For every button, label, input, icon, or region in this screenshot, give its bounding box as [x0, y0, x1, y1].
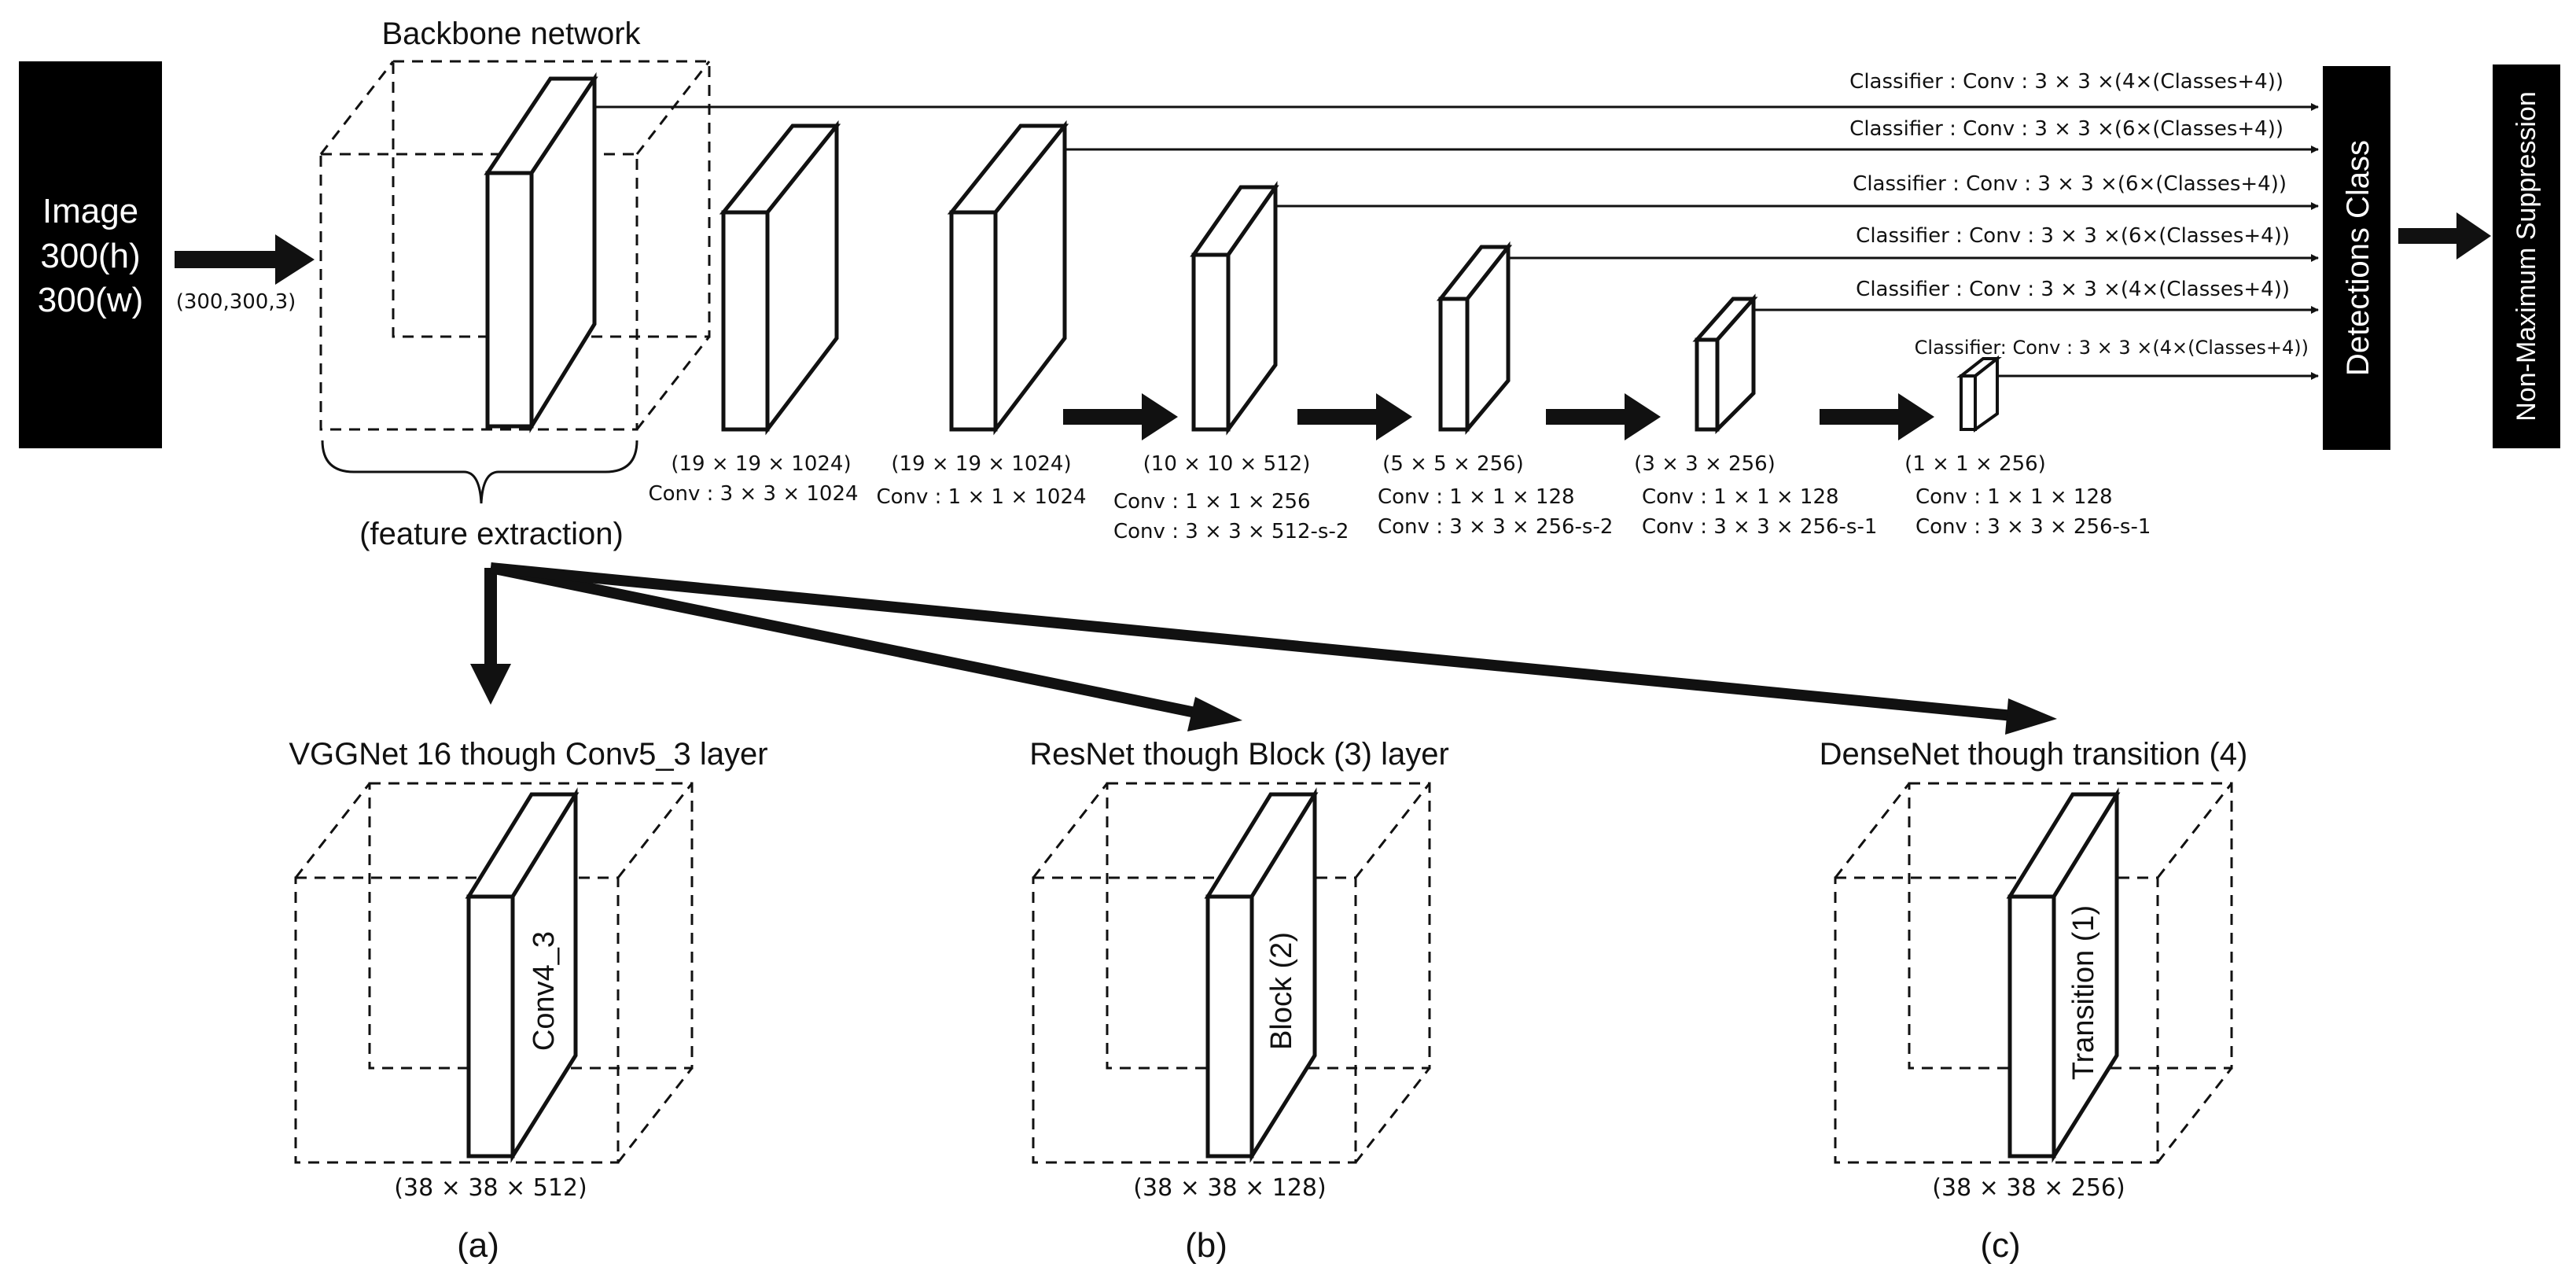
variant-c-title: DenseNet though transition (4) — [1820, 737, 2248, 772]
variant-c-slab — [2006, 787, 2121, 1163]
feature-map-6 — [1956, 355, 2002, 433]
layer-6-conv2: Conv : 3 × 3 × 256-s-1 — [1915, 515, 2151, 539]
feature-map-1 — [719, 120, 841, 436]
stage-arrow-3 — [1546, 393, 1661, 440]
detections-label: Detections Class — [2341, 140, 2375, 376]
nms-arrow — [2398, 212, 2491, 260]
feature-map-3 — [1190, 181, 1279, 436]
feature-map-5 — [1692, 293, 1758, 435]
variant-c-cube — [1834, 782, 2233, 1164]
classifier-label-3: Classifier : Conv : 3 × 3 ×(6×(Classes+4… — [1853, 172, 2287, 196]
variant-b-title: ResNet though Block (3) layer — [1029, 737, 1449, 772]
input-shape-label: (300,300,3) — [176, 290, 296, 314]
layer-4-conv2: Conv : 3 × 3 × 256-s-2 — [1378, 515, 1613, 539]
classifier-label-2: Classifier : Conv : 3 × 3 ×(6×(Classes+4… — [1849, 117, 2283, 141]
input-image-block — [19, 61, 162, 448]
layer-5-conv2: Conv : 3 × 3 × 256-s-1 — [1642, 515, 1877, 539]
variant-b-shape: (38 × 38 × 128) — [1133, 1174, 1326, 1202]
backbone-brace — [321, 440, 638, 504]
layer-1-conv1: Conv : 3 × 3 × 1024 — [648, 482, 858, 506]
variant-a-cube — [294, 782, 694, 1164]
variant-a-shape: (38 × 38 × 512) — [394, 1174, 587, 1202]
layer-6-conv1: Conv : 1 × 1 × 128 — [1915, 485, 2113, 509]
backbone-caption: (feature extraction) — [359, 517, 624, 551]
layer-2-shape: (19 × 19 × 1024) — [891, 452, 1071, 476]
input-line-1: Image — [42, 192, 138, 230]
variant-c-layer: Transition (1) — [2067, 905, 2100, 1080]
stage-arrow-2 — [1297, 393, 1412, 440]
layer-6-shape: (1 × 1 × 256) — [1904, 452, 2046, 476]
variant-c-shape: (38 × 38 × 256) — [1932, 1174, 2125, 1202]
variant-b-tag: (b) — [1185, 1226, 1227, 1265]
stage-arrow-4 — [1820, 393, 1934, 440]
layer-1-shape: (19 × 19 × 1024) — [671, 452, 851, 476]
variant-arrows — [470, 562, 2057, 735]
variant-a-layer: Conv4_3 — [528, 931, 561, 1051]
classifier-label-6: Classifier: Conv : 3 × 3 ×(4×(Classes+4)… — [1915, 337, 2309, 359]
variant-b-layer: Block (2) — [1265, 932, 1298, 1050]
variant-a-slab — [465, 787, 580, 1163]
feature-map-4 — [1436, 241, 1513, 435]
classifier-label-4: Classifier : Conv : 3 × 3 ×(6×(Classes+4… — [1856, 224, 2290, 248]
layer-5-conv1: Conv : 1 × 1 × 128 — [1642, 485, 1839, 509]
input-line-2: 300(h) — [40, 237, 140, 275]
stage-arrow-1 — [1063, 393, 1178, 440]
variant-a-tag: (a) — [457, 1226, 499, 1265]
layer-2-conv1: Conv : 1 × 1 × 1024 — [876, 485, 1086, 509]
nms-label: Non-Maximum Suppression — [2512, 91, 2541, 422]
detections-block — [2323, 66, 2390, 450]
layer-3-conv2: Conv : 3 × 3 × 512-s-2 — [1113, 520, 1349, 543]
classifier-label-1: Classifier : Conv : 3 × 3 ×(4×(Classes+4… — [1849, 70, 2283, 94]
variant-b-cube — [1032, 782, 1431, 1164]
backbone-title: Backbone network — [381, 17, 641, 51]
variant-c-tag: (c) — [1980, 1226, 2020, 1265]
nms-block — [2493, 64, 2560, 448]
input-arrow — [175, 234, 315, 285]
input-line-3: 300(w) — [38, 281, 144, 319]
layer-5-shape: (3 × 3 × 256) — [1634, 452, 1776, 476]
feature-map-2 — [947, 120, 1069, 436]
layer-4-shape: (5 × 5 × 256) — [1382, 452, 1524, 476]
layer-3-shape: (10 × 10 × 512) — [1143, 452, 1311, 476]
backbone-feature-map — [484, 72, 598, 433]
layer-3-conv1: Conv : 1 × 1 × 256 — [1113, 490, 1311, 514]
backbone-cube — [319, 60, 711, 431]
classifier-label-5: Classifier : Conv : 3 × 3 ×(4×(Classes+4… — [1856, 278, 2290, 301]
variant-a-title: VGGNet 16 though Conv5_3 layer — [289, 737, 767, 772]
variant-b-slab — [1204, 787, 1319, 1163]
layer-4-conv1: Conv : 1 × 1 × 128 — [1378, 485, 1575, 509]
